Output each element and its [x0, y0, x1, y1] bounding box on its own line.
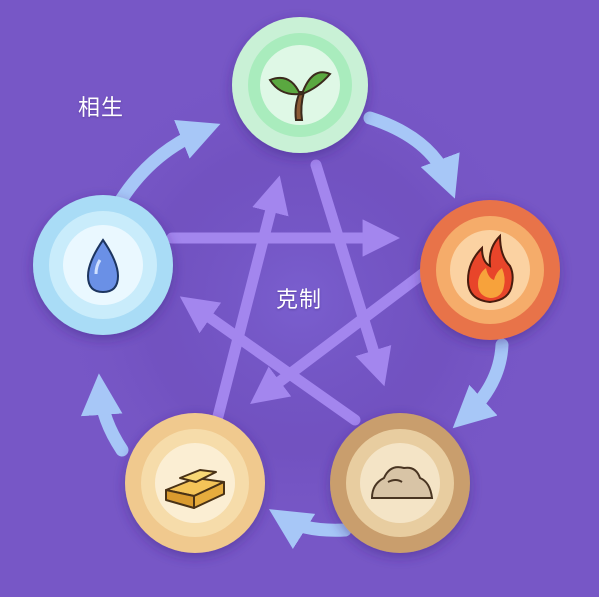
arrow-earth-to-water	[179, 296, 361, 426]
soil-mound-icon	[370, 466, 434, 499]
node-wood[interactable]	[232, 17, 368, 153]
arrow-wood-to-fire	[363, 111, 460, 199]
overcoming-cycle-label: 克制	[276, 288, 323, 313]
gold-bar-icon	[165, 469, 225, 509]
generating-arrows	[80, 111, 509, 549]
arrow-fire-to-earth	[452, 338, 509, 429]
node-fire[interactable]	[420, 200, 560, 340]
arrow-metal-to-wood	[209, 175, 289, 434]
arrow-earth-to-metal	[268, 509, 352, 549]
water-drop-icon	[86, 238, 120, 294]
arrow-wood-to-earth	[310, 159, 392, 387]
node-water[interactable]	[33, 195, 173, 335]
flame-icon	[466, 233, 514, 304]
sprout-icon	[268, 71, 332, 121]
node-earth[interactable]	[330, 413, 470, 553]
arrow-water-to-wood	[111, 119, 221, 212]
node-metal[interactable]	[125, 413, 265, 553]
generating-cycle-label: 相生	[78, 96, 125, 121]
overcoming-arrows	[166, 159, 431, 434]
arrow-metal-to-water	[80, 373, 129, 457]
